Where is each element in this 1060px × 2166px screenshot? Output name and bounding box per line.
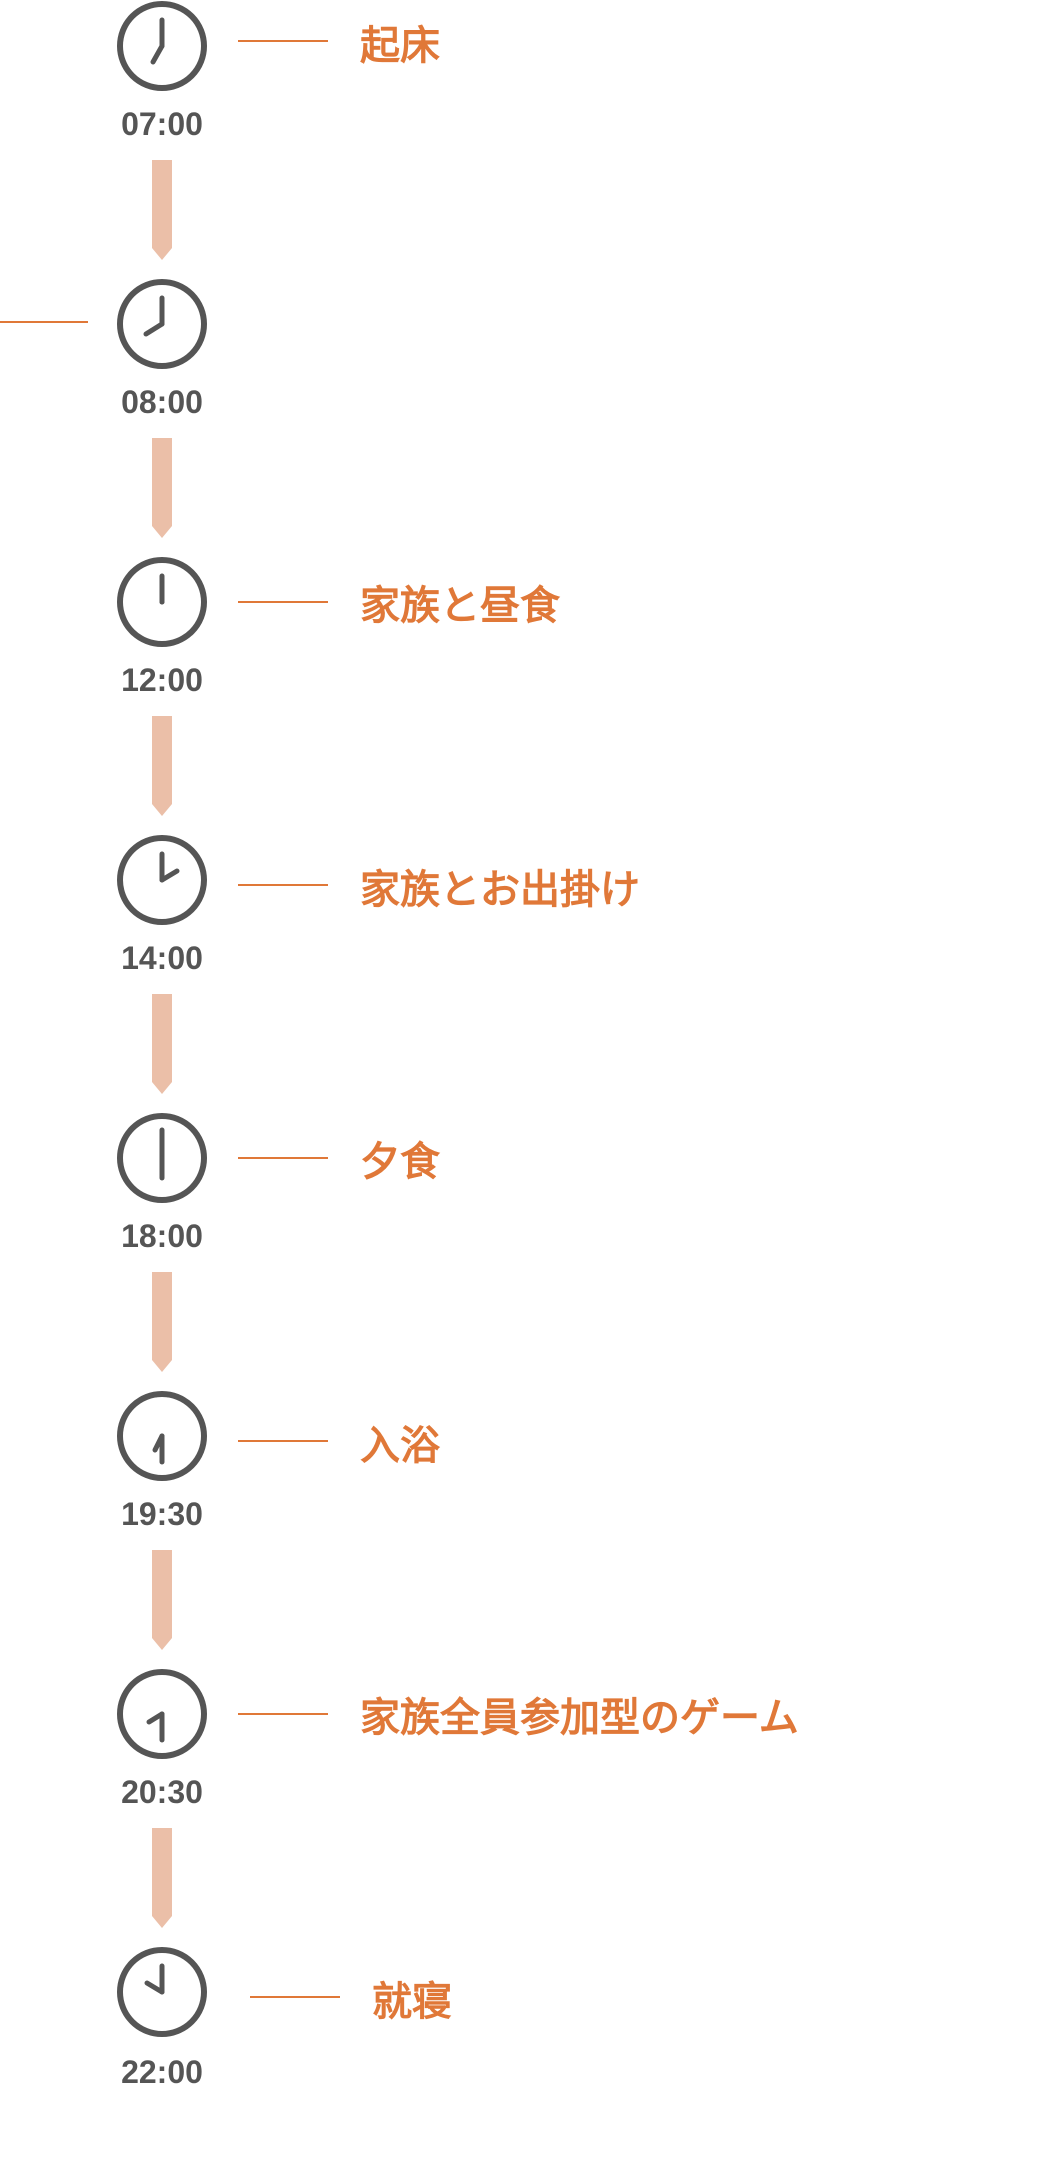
activity-label: 就寝 bbox=[372, 1979, 452, 2025]
time-label: 12:00 bbox=[121, 662, 203, 698]
clock-7-30-icon bbox=[117, 1391, 207, 1481]
connector-line bbox=[238, 601, 328, 603]
activity-label: 起床 bbox=[360, 23, 440, 69]
timeline-entry: 12:00 家族と昼食 bbox=[0, 556, 1060, 776]
time-label: 07:00 bbox=[121, 106, 203, 142]
down-arrow-icon bbox=[152, 716, 172, 816]
connector-line bbox=[238, 1440, 328, 1442]
connector-line bbox=[0, 321, 88, 323]
timeline-entry: 08:00 bbox=[0, 278, 1060, 498]
clock-6-icon bbox=[117, 1113, 207, 1203]
clock-12-icon bbox=[117, 557, 207, 647]
time-label: 08:00 bbox=[121, 384, 203, 420]
down-arrow-icon bbox=[152, 1272, 172, 1372]
down-arrow-icon bbox=[152, 438, 172, 538]
clock-8-30-icon bbox=[117, 1669, 207, 1759]
time-label: 19:30 bbox=[121, 1496, 203, 1532]
time-label: 18:00 bbox=[121, 1218, 203, 1254]
down-arrow-icon bbox=[152, 1828, 172, 1928]
activity-label: 入浴 bbox=[360, 1423, 440, 1469]
timeline-entry: 20:30 家族全員参加型のゲーム bbox=[0, 1668, 1060, 1888]
timeline-entry: 14:00 家族とお出掛け bbox=[0, 834, 1060, 1054]
schedule-timeline: 07:00 起床 08:00 12:00 家族と昼食 bbox=[0, 0, 1060, 2088]
connector-line bbox=[238, 884, 328, 886]
timeline-entry: 07:00 起床 bbox=[0, 0, 1060, 220]
time-label: 20:30 bbox=[121, 1774, 203, 1810]
clock-10-icon bbox=[117, 1947, 207, 2037]
down-arrow-icon bbox=[152, 160, 172, 260]
down-arrow-icon bbox=[152, 994, 172, 1094]
connector-line bbox=[238, 1713, 328, 1715]
timeline-entry: 22:00 就寝 bbox=[0, 1946, 1060, 2166]
activity-label: 家族とお出掛け bbox=[360, 867, 640, 913]
clock-8-icon bbox=[117, 279, 207, 369]
timeline-entry: 19:30 入浴 bbox=[0, 1390, 1060, 1610]
connector-line bbox=[250, 1996, 340, 1998]
time-label: 22:00 bbox=[121, 2054, 203, 2090]
activity-label: 夕食 bbox=[360, 1139, 440, 1185]
down-arrow-icon bbox=[152, 1550, 172, 1650]
clock-7-icon bbox=[117, 1, 207, 91]
timeline-entry: 18:00 夕食 bbox=[0, 1112, 1060, 1332]
connector-line bbox=[238, 1157, 328, 1159]
clock-2-icon bbox=[117, 835, 207, 925]
activity-label: 家族全員参加型のゲーム bbox=[360, 1695, 799, 1741]
connector-line bbox=[238, 40, 328, 42]
time-label: 14:00 bbox=[121, 940, 203, 976]
activity-label: 家族と昼食 bbox=[360, 583, 560, 629]
